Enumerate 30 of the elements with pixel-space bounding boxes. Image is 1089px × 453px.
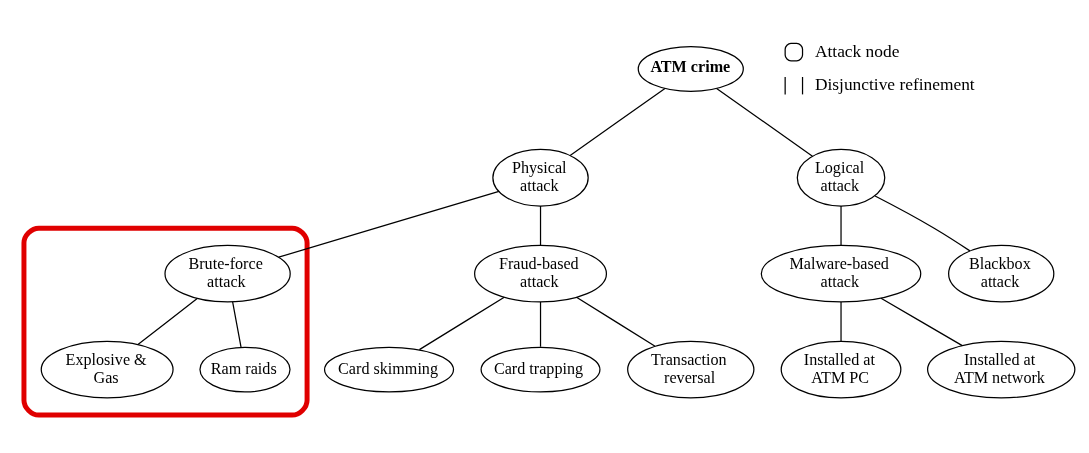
connector [418, 296, 505, 351]
node-ellipse: Installed at ATM PC [780, 340, 902, 399]
connector [716, 87, 814, 157]
connector [575, 296, 656, 347]
node-ellipse: Ram raids [199, 346, 291, 393]
node-ellipse: Fraud-based attack [474, 244, 608, 303]
node-ellipse: ATM crime [637, 45, 744, 92]
connector [840, 301, 842, 342]
connector [569, 87, 666, 157]
node-ellipse: Malware-based attack [760, 244, 922, 303]
node-ellipse: Brute-force attack [164, 244, 291, 303]
node-ellipse: Installed at ATM network [927, 340, 1076, 399]
node-ellipse: Physical attack [492, 148, 589, 207]
connector [539, 301, 542, 348]
node-ellipse: Card trapping [480, 346, 601, 393]
legend-label: Attack node [814, 41, 900, 61]
connector [874, 195, 971, 252]
connector [539, 205, 542, 247]
connector [840, 205, 842, 247]
node-ellipse: Transaction reversal [627, 340, 755, 399]
cluster [21, 225, 310, 418]
node-ellipse: Blackbox attack [948, 244, 1055, 303]
connector [880, 297, 963, 347]
connector [137, 297, 198, 346]
legend-label: Disjunctive refinement [814, 75, 975, 95]
connector [232, 301, 242, 348]
connector [278, 190, 500, 258]
node-ellipse: Logical attack [796, 148, 886, 207]
node-ellipse: Explosive & Gas [40, 340, 174, 399]
node-ellipse: Card skimming [323, 346, 455, 393]
